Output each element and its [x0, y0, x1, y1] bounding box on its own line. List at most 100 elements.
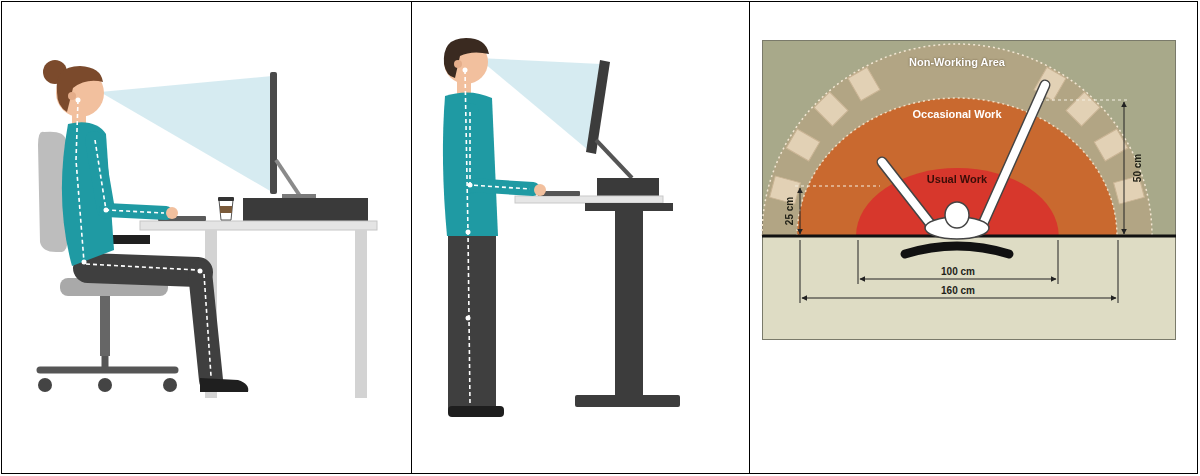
paper-sheets-part: [786, 129, 820, 161]
dimension-label-holder: 100 cm: [939, 266, 977, 277]
seated-workstation-part: [140, 221, 377, 230]
zone-fill: [797, 98, 1117, 236]
standing-workstation-part: [575, 395, 680, 407]
seated-workstation-part-part: [95, 140, 164, 213]
seated-workstation-part: [76, 100, 211, 376]
seated-workstation-part: [76, 98, 203, 274]
dimension-label-holder: 160 cm: [939, 285, 977, 296]
standing-workstation-part: [515, 196, 663, 203]
seated-workstation-part: [88, 268, 198, 272]
standing-workstation-part: [615, 203, 643, 397]
dimension-lines-part: [1118, 240, 1119, 303]
seated-workstation-part: [218, 197, 234, 201]
seated-workstation-part: [163, 378, 177, 392]
seated-workstation-part: [98, 378, 112, 392]
seated-workstation-part-part: [198, 269, 203, 274]
work-area-ground-part: [763, 41, 1176, 340]
seated-workstation-part: [100, 76, 272, 192]
standing-workstation-part-part: [466, 316, 471, 321]
seated-workstation-part: [100, 296, 110, 356]
seated-workstation-part: [270, 72, 277, 194]
worker-top-view-part: [945, 202, 969, 228]
zone-fill: [856, 168, 1059, 236]
standing-workstation-part-part: [466, 230, 471, 235]
zone-label: Usual Work: [927, 173, 987, 185]
seated-workstation-part: [102, 356, 109, 370]
standing-workstation-part: [448, 232, 496, 410]
standing-workstation-part-part: [468, 183, 473, 188]
worker-top-view-part: [882, 162, 932, 226]
standing-workstation-part: [444, 38, 489, 78]
paper-sheets-part: [1066, 92, 1100, 126]
seated-workstation-part: [355, 230, 367, 398]
zone-fill: [762, 44, 1152, 236]
seated-workstation-part: [200, 378, 248, 392]
dimension-lines-part: [1040, 100, 1130, 101]
standing-workstation-part: [454, 60, 462, 68]
dimension-label: 25 cm: [784, 195, 795, 227]
paper-sheets: [770, 67, 1145, 204]
seated-workstation-part: [219, 200, 233, 220]
table-border-part: [749, 2, 750, 474]
standing-workstation-part: [448, 406, 504, 417]
paper-sheets-part: [1094, 129, 1128, 161]
seated-workstation-part: [243, 198, 368, 221]
standing-workstation-part-part: [463, 68, 468, 73]
standing-workstation-part: [596, 140, 632, 178]
standing-workstation-part-part: [470, 112, 530, 189]
paper-sheets-part: [814, 92, 848, 126]
seated-workstation-part: [68, 92, 76, 100]
seated-workstation-part-part: [104, 208, 109, 213]
seated-workstation-part-part: [76, 98, 81, 103]
dimension-label: 50 cm: [1132, 152, 1143, 184]
seated-workstation-part: [200, 272, 211, 380]
work-area-ground-part: [762, 40, 1176, 236]
seated-workstation: [38, 60, 377, 398]
seated-workstation-part: [38, 378, 52, 392]
zone-label: Occasional Work: [912, 108, 1001, 120]
worker-top-view: [882, 85, 1045, 254]
seated-workstation-part: [57, 66, 103, 112]
dimension-lines-part: [800, 240, 801, 303]
standing-workstation-part: [534, 184, 546, 196]
worker-top-view-part: [882, 162, 932, 226]
zone-label: Non-Working Area: [909, 56, 1005, 68]
work-area-ground: [762, 40, 1176, 340]
dimension-lines-part: [860, 279, 1056, 280]
standing-workstation-part: [478, 58, 601, 150]
worker-top-view-part: [982, 85, 1045, 226]
standing-workstation-part: [463, 68, 473, 321]
dimension-label-holder: 50 cm: [1132, 152, 1143, 184]
seated-workstation-part-part: [76, 100, 84, 262]
table-border-part: [411, 2, 412, 474]
seated-workstation-part: [220, 206, 232, 213]
dimension-lines-part: [802, 298, 1116, 299]
work-area-ground-part: [762, 236, 1176, 340]
paper-sheets-part: [848, 67, 880, 101]
standing-workstation-part: [597, 178, 659, 196]
seated-workstation-part-part: [204, 274, 211, 376]
seated-workstation-part: [276, 160, 300, 196]
dimension-label-holder: 25 cm: [784, 195, 795, 227]
worker-top-view-part: [982, 85, 1045, 226]
dimension-lines-part: [795, 186, 880, 187]
dimension-lines-part: [1124, 102, 1125, 234]
seated-workstation-part: [282, 194, 316, 198]
dimension-lines-part: [800, 188, 801, 234]
standing-workstation: [443, 38, 680, 417]
worker-top-view-part: [905, 246, 1009, 254]
seated-workstation-part: [62, 122, 114, 266]
dimension-label: 160 cm: [939, 285, 977, 296]
standing-workstation-part: [465, 70, 530, 404]
seated-workstation-part: [166, 207, 178, 219]
seated-workstation-part-part: [82, 260, 87, 265]
dimension-lines-part: [858, 240, 859, 284]
dimension-lines: [795, 100, 1130, 303]
dimension-lines-part: [1058, 240, 1059, 284]
dimension-label: 100 cm: [939, 266, 977, 277]
seated-workstation-part-part: [86, 264, 198, 270]
